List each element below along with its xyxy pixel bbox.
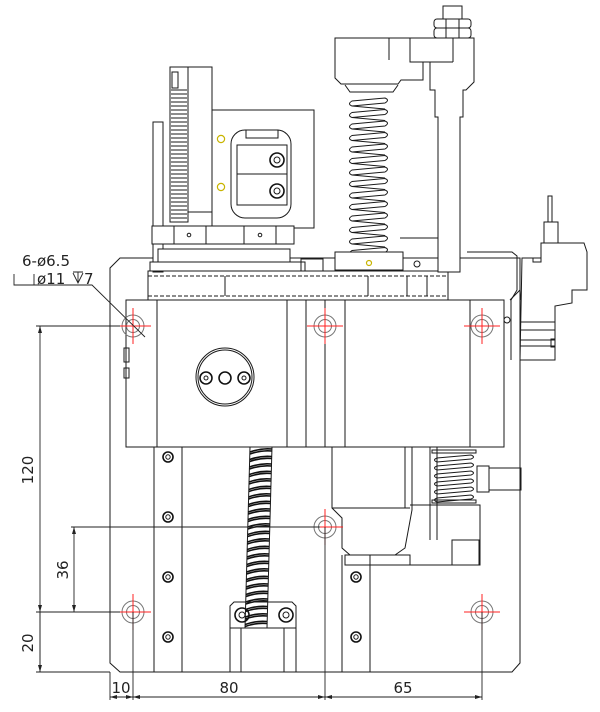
rotary-knob (195, 347, 255, 407)
dimension-lines (36, 325, 483, 700)
connector-window (230, 129, 292, 219)
spring-base-plate (334, 251, 421, 271)
rail-screws-left (162, 451, 174, 643)
dim-label-80: 80 (219, 679, 238, 697)
mounting-hole (115, 308, 151, 344)
dim-label-65: 65 (393, 679, 412, 697)
hole-callout-count-diameter: 6-ø6.5 (22, 252, 70, 270)
marker-dot (216, 134, 226, 144)
marker-dot (216, 182, 226, 192)
base-plate (109, 257, 521, 673)
screw-bearing-block (229, 601, 297, 672)
lead-screw (244, 446, 273, 629)
turntable-stack (147, 270, 449, 301)
left-clamp-assembly (149, 66, 324, 273)
lower-spring (431, 449, 477, 504)
depth-symbol (72, 271, 84, 285)
dim-label-120: 120 (19, 456, 37, 485)
mounting-hole (464, 308, 500, 344)
dim-label-10: 10 (111, 679, 130, 697)
lower-spring-cap (476, 465, 522, 493)
dim-label-36: 36 (54, 560, 72, 579)
leader-line (14, 284, 146, 338)
dim-label-20: 20 (19, 633, 37, 652)
hex-nut (433, 5, 472, 39)
upper-spring (349, 97, 388, 259)
sensor-bracket (467, 195, 588, 361)
mounting-hole (307, 308, 343, 344)
vertical-post (400, 37, 475, 273)
motor-housing (331, 447, 481, 566)
hole-callout: 6-ø6.5 ø11 7 (13, 252, 146, 338)
hole-callout-depth: 7 (84, 270, 94, 288)
right-rail (341, 555, 371, 672)
hole-callout-counterbore: ø11 (37, 270, 65, 288)
left-rail (153, 447, 183, 672)
grooved-rack (171, 89, 187, 219)
carriage-block (123, 299, 505, 448)
